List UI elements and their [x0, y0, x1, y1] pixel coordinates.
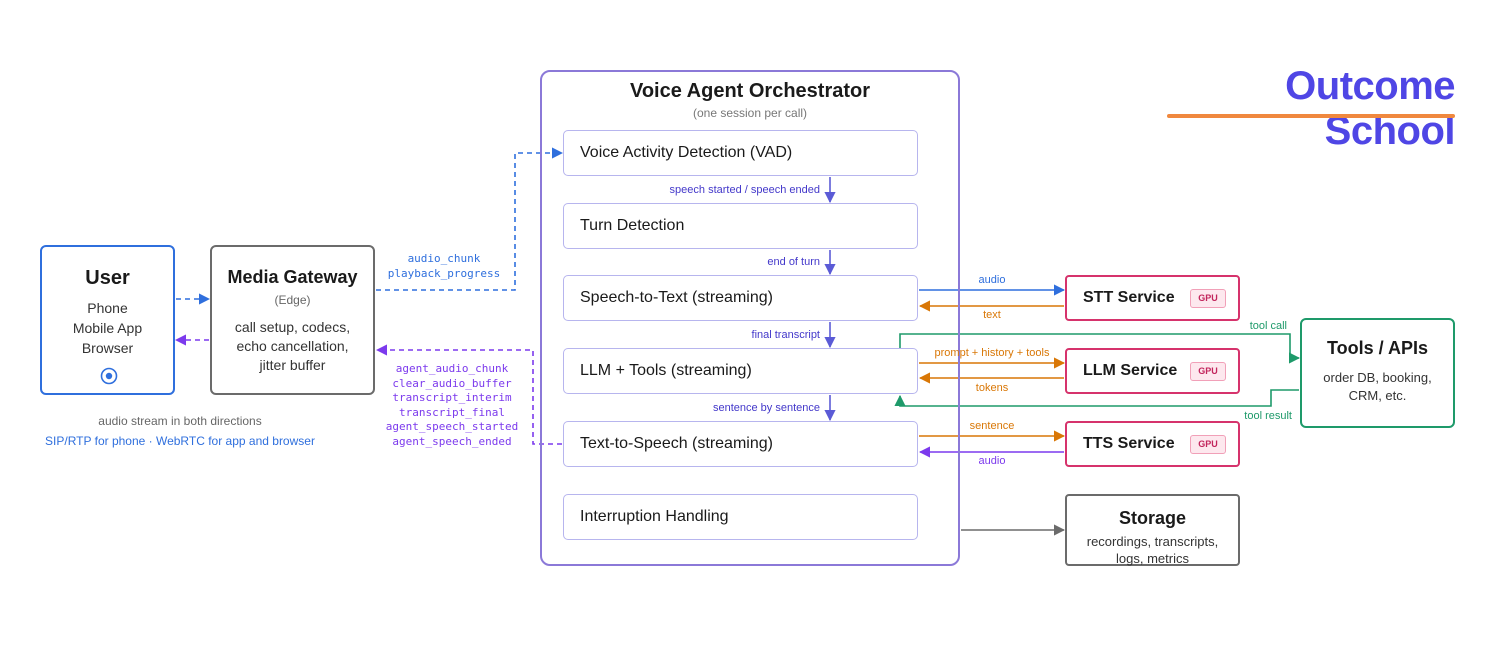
tool-result-arrow: [894, 389, 1299, 407]
service-name: LLM Service: [1083, 362, 1178, 379]
user-title: User: [85, 267, 130, 289]
stage-label: Text-to-Speech (streaming): [580, 435, 773, 452]
footer-line-2: SIP/RTP for phone · WebRTC for app and b…: [45, 434, 315, 448]
storage-node: Storage recordings, transcripts, logs, m…: [1065, 494, 1240, 566]
stage-label: Interruption Handling: [580, 508, 729, 525]
stt-return-label: text: [983, 309, 1001, 321]
user-node: User Phone Mobile App Browser: [40, 245, 175, 395]
gpu-badge: GPU: [1190, 435, 1226, 454]
event-label: playback_progress: [387, 267, 501, 280]
gateway-title: Media Gateway: [227, 267, 358, 287]
user-line: Browser: [81, 340, 134, 356]
user-line: Phone: [87, 300, 128, 316]
orchestrator-container: [540, 70, 960, 566]
footer-line-1: audio stream in both directions: [98, 414, 262, 428]
tools-line: order DB, booking,: [1323, 370, 1432, 385]
tts-to-gateway-arrow: [375, 344, 562, 445]
stt-service-node: STT Service GPU: [1065, 275, 1240, 321]
stage-label: Turn Detection: [580, 217, 685, 234]
event-label: audio_chunk: [407, 252, 481, 265]
event-label: transcript_interim: [392, 391, 512, 404]
event-label: clear_audio_buffer: [392, 377, 512, 390]
gateway-subtitle: (Edge): [274, 293, 311, 307]
storage-line: logs, metrics: [1116, 551, 1189, 566]
flow-label: end of turn: [767, 256, 820, 268]
orchestrator-title: Voice Agent Orchestrator: [629, 80, 871, 102]
stage-label: Speech-to-Text (streaming): [580, 289, 773, 306]
tool-call-label: tool call: [1249, 320, 1287, 332]
tools-apis-node: Tools / APIs order DB, booking, CRM, etc…: [1300, 318, 1455, 428]
stage-label: LLM + Tools (streaming): [580, 362, 752, 379]
user-line: Mobile App: [72, 320, 143, 336]
brand-underline: [1167, 114, 1455, 118]
tts-service-node: TTS Service GPU: [1065, 421, 1240, 467]
stage-llm-tools: LLM + Tools (streaming): [563, 348, 918, 394]
stage-tts: Text-to-Speech (streaming): [563, 421, 918, 467]
gpu-badge: GPU: [1190, 362, 1226, 381]
target-circle-icon: [100, 367, 118, 385]
llm-send-label: prompt + history + tools: [934, 347, 1050, 359]
tts-return-label: audio: [978, 455, 1006, 467]
event-label: transcript_final: [399, 406, 505, 419]
orchestrator-subtitle: (one session per call): [692, 106, 808, 120]
stage-stt: Speech-to-Text (streaming): [563, 275, 918, 321]
tool-call-arrow: [899, 333, 1301, 364]
service-name: TTS Service: [1083, 435, 1175, 452]
stage-vad: Voice Activity Detection (VAD): [563, 130, 918, 176]
stage-label: Voice Activity Detection (VAD): [580, 144, 793, 161]
event-label: agent_speech_ended: [392, 435, 512, 448]
stage-interruption: Interruption Handling: [563, 494, 918, 540]
gateway-line: jitter buffer: [259, 357, 326, 373]
event-label: agent_speech_started: [385, 420, 519, 433]
flow-label: sentence by sentence: [712, 402, 820, 414]
tts-send-label: sentence: [969, 420, 1015, 432]
tools-line: CRM, etc.: [1348, 388, 1407, 403]
storage-line: recordings, transcripts,: [1086, 534, 1219, 549]
service-name: STT Service: [1083, 289, 1175, 306]
stage-turn-detection: Turn Detection: [563, 203, 918, 249]
gateway-line: echo cancellation,: [236, 338, 349, 354]
tools-title: Tools / APIs: [1326, 338, 1428, 358]
llm-return-label: tokens: [975, 382, 1009, 394]
gpu-badge: GPU: [1190, 289, 1226, 308]
storage-title: Storage: [1118, 508, 1187, 528]
event-label: agent_audio_chunk: [395, 362, 509, 375]
llm-service-node: LLM Service GPU: [1065, 348, 1240, 394]
tool-result-label: tool result: [1244, 410, 1292, 422]
gateway-to-vad-arrow: [376, 147, 564, 291]
flow-label: final transcript: [751, 329, 820, 341]
gateway-line: call setup, codecs,: [234, 319, 351, 335]
flow-label: speech started / speech ended: [669, 184, 820, 196]
stt-send-label: audio: [978, 274, 1006, 286]
brand-logo-text: Outcome School: [1285, 64, 1455, 153]
media-gateway-node: Media Gateway (Edge) call setup, codecs,…: [210, 245, 375, 395]
